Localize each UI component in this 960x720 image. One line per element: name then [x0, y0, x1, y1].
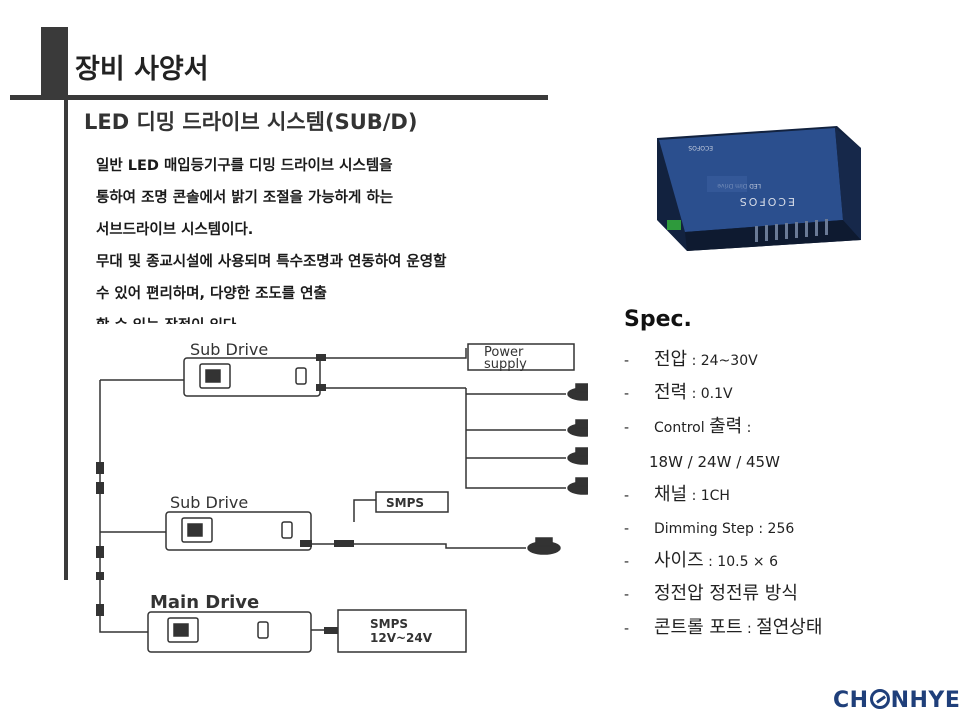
spec-label: 전력 [654, 382, 688, 403]
diagram-smps-1: SMPS [386, 496, 424, 510]
spec-dash: - [624, 554, 630, 570]
description-line: 서브드라이브 시스템이다. [96, 222, 254, 238]
spec-dash: - [624, 621, 630, 637]
photo-label-brand: ECOFOS [738, 195, 795, 208]
description-text: 일반 LED 매입등기구를 디밍 드라이브 시스템을 통하여 조명 콘솔에서 밝… [96, 150, 576, 324]
spec-separator: : [742, 621, 757, 637]
spec-dash: - [624, 420, 630, 436]
spec-item-method: - 정전압 정전류 방식 [624, 579, 798, 609]
spec-label: 전압 [654, 349, 688, 370]
spec-item-channel: - 채널 : 1CH [624, 480, 730, 510]
spec-item-power: - 전력 : 0.1V [624, 378, 733, 408]
spec-dash: - [624, 386, 630, 402]
title-accent-bar [41, 27, 68, 100]
company-logo: CH NHYE [833, 688, 960, 713]
logo-text-part1: CH [833, 688, 869, 713]
description-line: 할 수 있는 장점이 있다 [96, 310, 576, 324]
title-underline-rule [10, 95, 548, 100]
spec-dash: - [624, 521, 630, 537]
spec-label: 채널 [654, 484, 688, 505]
diagram-power-supply-line1: Power [484, 345, 524, 360]
spec-value: 절연상태 [756, 617, 823, 638]
spec-label: 콘트롤 포트 [654, 617, 743, 638]
spec-label: 사이즈 [654, 550, 704, 571]
spec-dash: - [624, 587, 630, 603]
diagram-main-drive: Main Drive [150, 592, 259, 613]
spec-label: 정전압 정전류 방식 [654, 583, 798, 604]
left-vertical-rule [64, 100, 68, 580]
wiring-diagram: Sub Drive Power supply Sub Drive SMPS Ma… [96, 340, 588, 653]
product-photo: ECOFOS LED Dim Drive ECOFOS [657, 126, 861, 251]
diagram-sub-drive-2: Sub Drive [170, 493, 248, 512]
spec-dash: - [624, 353, 630, 369]
diagram-smps-2-line1: SMPS [370, 617, 408, 631]
spec-title: Spec. [624, 307, 692, 332]
spec-value: Dimming Step : 256 [654, 521, 795, 537]
description-line: 무대 및 종교시설에 사용되며 특수조명과 연동하여 운영할 [96, 254, 447, 270]
spec-value: : 0.1V [687, 386, 733, 402]
diagram-sub-drive-1: Sub Drive [190, 340, 268, 359]
spec-prefix: Control [654, 420, 710, 436]
logo-text-part2: NHYE [890, 688, 960, 713]
logo-o-icon [869, 689, 890, 709]
description-line: 수 있어 편리하며, 다양한 조도를 연출 [96, 286, 327, 302]
diagram-smps-2-line2: 12V~24V [370, 631, 433, 645]
spec-item-voltage: - 전압 : 24~30V [624, 345, 758, 375]
description-line: 통하여 조명 콘솔에서 밝기 조절을 가능하게 하는 [96, 190, 394, 206]
page-title: 장비 사양서 [75, 54, 209, 85]
spec-item-dimming-step: - Dimming Step : 256 [624, 513, 794, 543]
spec-label: 출력 [709, 416, 743, 437]
spec-value: : 10.5 × 6 [703, 554, 779, 570]
spec-dash: - [624, 488, 630, 504]
spec-value: : 1CH [687, 488, 730, 504]
photo-label-top: ECOFOS [688, 144, 713, 151]
diagram-power-supply-line2: supply [484, 357, 527, 372]
section-title: LED 디밍 드라이브 시스템(SUB/D) [84, 110, 418, 134]
spec-value: : [742, 420, 752, 436]
spec-item-size: - 사이즈 : 10.5 × 6 [624, 546, 778, 576]
spec-item-control-output: - Control 출력 : [624, 412, 751, 442]
spec-control-output-values: 18W / 24W / 45W [649, 453, 780, 471]
description-line: 일반 LED 매입등기구를 디밍 드라이브 시스템을 [96, 158, 393, 174]
spec-item-control-port: - 콘트롤 포트 : 절연상태 [624, 613, 822, 643]
spec-value: : 24~30V [687, 353, 758, 369]
